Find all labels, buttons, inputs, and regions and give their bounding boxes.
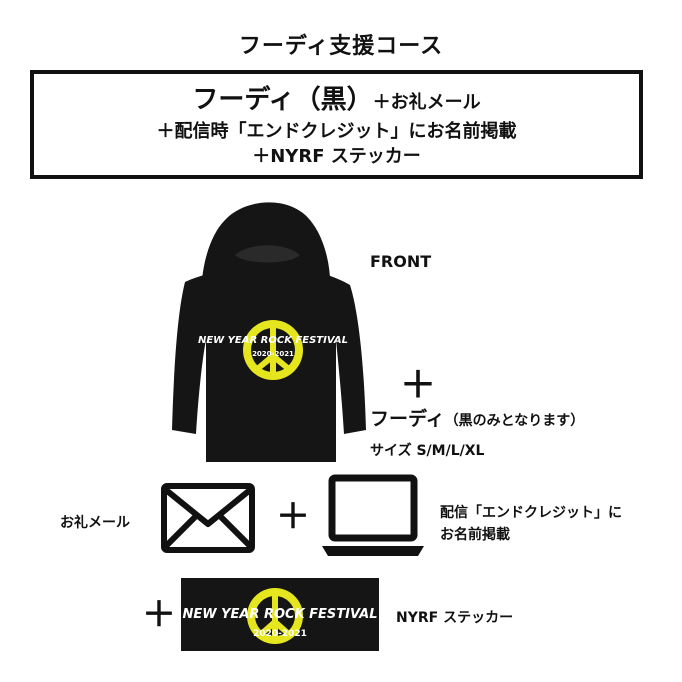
sticker-print-title: NEW YEAR ROCK FESTIVAL	[182, 607, 377, 622]
sticker-label: NYRF ステッカー	[396, 610, 514, 626]
hoodie-print-title: NEW YEAR ROCK FESTIVAL	[198, 335, 348, 346]
hoodie-name: フーディ（黒のみとなります）	[370, 404, 584, 431]
sticker-print-years: 2020-2021	[253, 629, 307, 639]
contents-line-1: フーディ（黒）＋お礼メール	[34, 84, 639, 119]
envelope-icon	[161, 483, 255, 553]
laptop-icon	[322, 474, 424, 556]
hoodie-black-text: フーディ（黒）	[192, 85, 373, 115]
sticker-image: NEW YEAR ROCK FESTIVAL 2020-2021	[181, 578, 379, 651]
hoodie-color-note: （黒のみとなります）	[444, 413, 585, 429]
contents-line-3: ＋NYRF ステッカー	[252, 146, 421, 167]
course-title: フーディ支援コース	[238, 34, 444, 59]
sticker-art: NEW YEAR ROCK FESTIVAL 2020-2021	[182, 588, 378, 644]
contents-line-2: ＋配信時「エンドクレジット」にお名前掲載	[156, 121, 517, 142]
thank-you-mail-text: ＋お礼メール	[372, 92, 481, 113]
credit-label-line2: お名前掲載	[440, 527, 510, 543]
mail-label: お礼メール	[60, 515, 130, 531]
course-contents-box: フーディ（黒）＋お礼メール ＋配信時「エンドクレジット」にお名前掲載 ＋NYRF…	[30, 70, 643, 179]
plus-sign: ＋	[400, 365, 437, 406]
peace-sign-icon	[247, 588, 303, 644]
plus-sign: ＋	[142, 595, 176, 635]
hoodie-name-text: フーディ	[370, 408, 445, 430]
credit-label-line1: 配信「エンドクレジット」に	[440, 505, 622, 521]
peace-sign-icon	[243, 320, 303, 380]
hoodie-print-years: 2020-2021	[252, 350, 294, 358]
hoodie-image: NEW YEAR ROCK FESTIVAL 2020-2021	[172, 202, 366, 462]
hoodie-sizes: サイズ S/M/L/XL	[370, 443, 485, 459]
front-label: FRONT	[370, 252, 432, 271]
plus-sign: ＋	[276, 497, 310, 537]
credit-label: 配信「エンドクレジット」に お名前掲載	[440, 502, 622, 546]
